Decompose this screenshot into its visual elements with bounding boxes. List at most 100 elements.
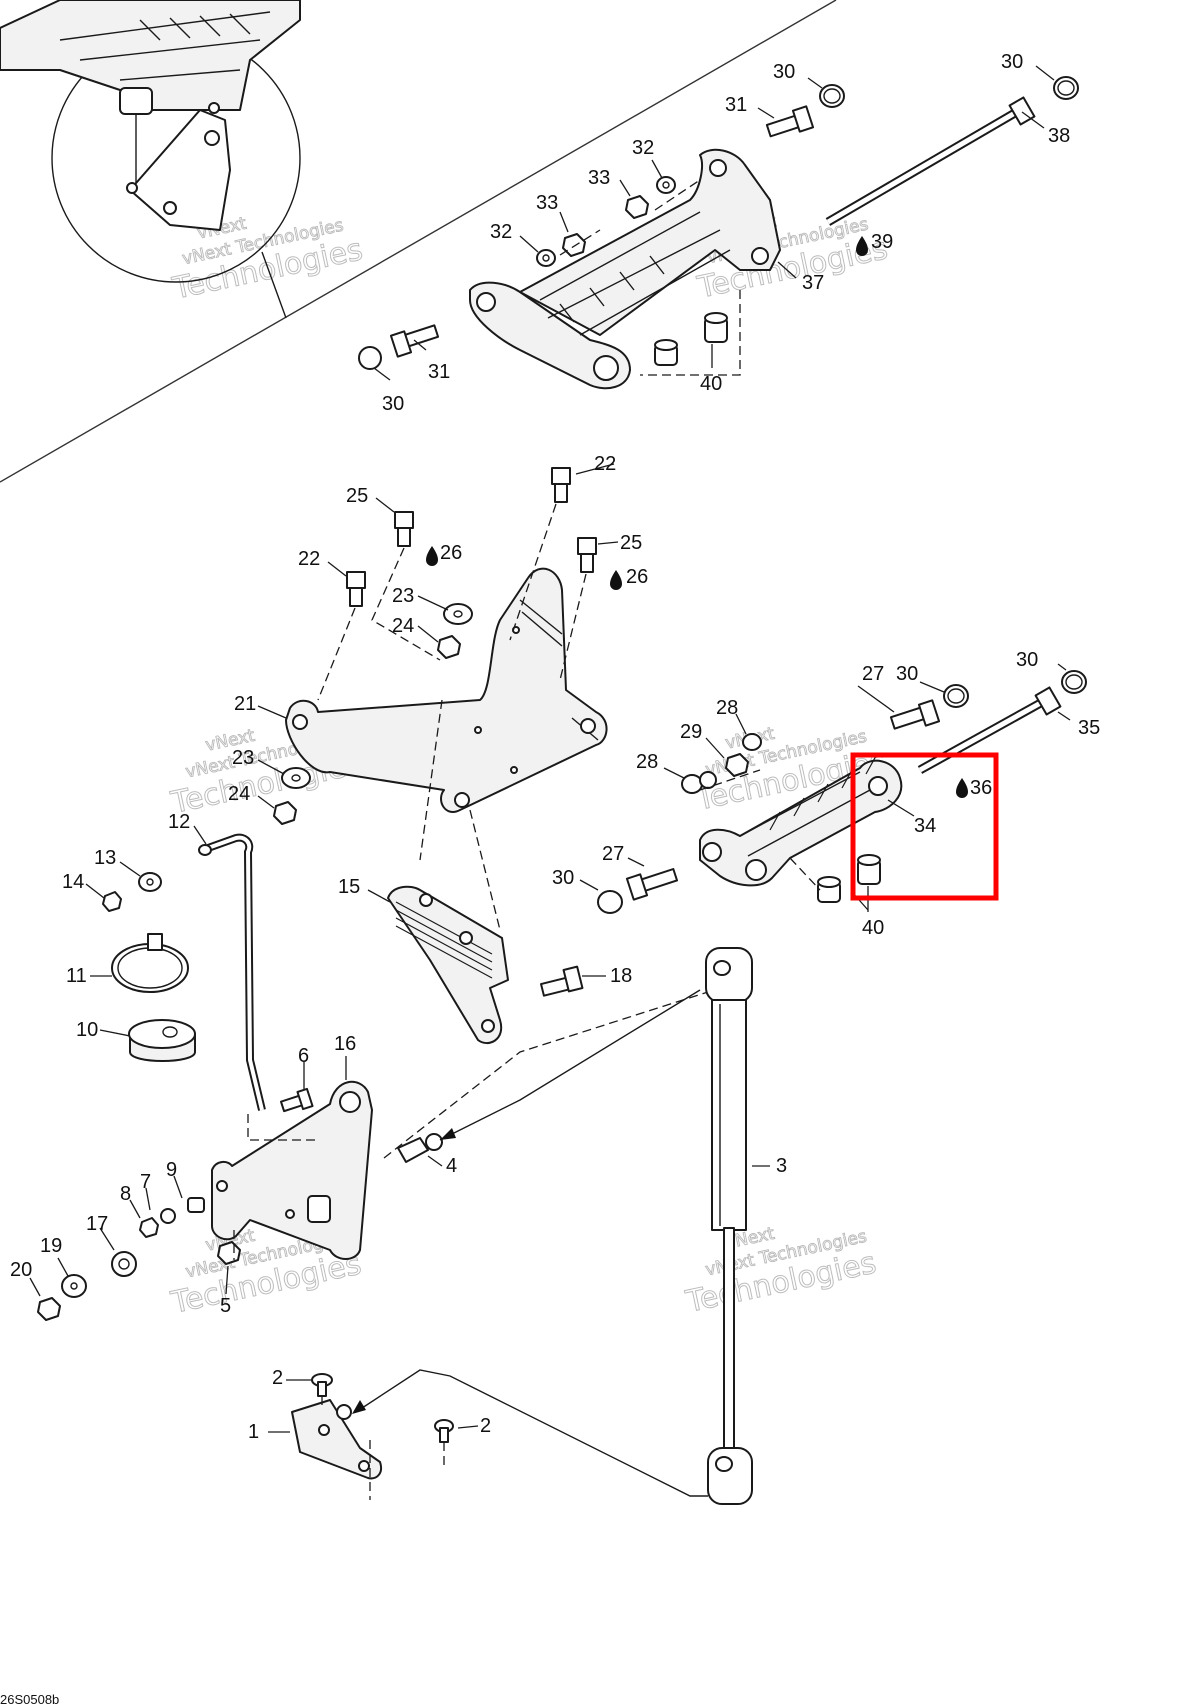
bushing-40-upper-a bbox=[704, 312, 728, 343]
callout-30: 30 bbox=[1001, 51, 1023, 73]
callout-7: 7 bbox=[140, 1171, 151, 1193]
clamp-11 bbox=[111, 933, 189, 993]
nut-20 bbox=[37, 1297, 61, 1321]
callout-34: 34 bbox=[914, 815, 936, 837]
callout-8: 8 bbox=[120, 1183, 131, 1205]
callout-21: 21 bbox=[234, 693, 256, 715]
lever-16 bbox=[211, 1080, 373, 1260]
callout-4: 4 bbox=[446, 1155, 457, 1177]
callout-40: 40 bbox=[862, 917, 884, 939]
washer-19 bbox=[61, 1274, 87, 1298]
callout-30: 30 bbox=[382, 393, 404, 415]
callout-10: 10 bbox=[76, 1019, 98, 1041]
washer-7 bbox=[160, 1208, 176, 1224]
top-alignment-lines bbox=[559, 179, 741, 376]
nut-24-lower bbox=[273, 801, 297, 825]
arm-alignment-lines bbox=[699, 769, 821, 891]
lever-plate-15 bbox=[387, 885, 509, 1045]
callout-13: 13 bbox=[94, 847, 116, 869]
callout-leaders bbox=[29, 65, 1071, 1433]
callout-24: 24 bbox=[228, 783, 250, 805]
arrow-to-ball-stud bbox=[439, 989, 701, 1141]
bolt-25-left bbox=[394, 511, 414, 547]
spacer-9 bbox=[187, 1197, 205, 1213]
callout-24: 24 bbox=[392, 615, 414, 637]
callout-36: 36 bbox=[970, 777, 992, 799]
callout-2: 2 bbox=[480, 1415, 491, 1437]
nut-33-b bbox=[562, 233, 586, 257]
nut-24-upper bbox=[437, 635, 461, 659]
upper-support-bracket bbox=[469, 148, 781, 390]
bushing-40-upper-b bbox=[654, 339, 678, 366]
nut-33-a bbox=[625, 195, 649, 219]
callout-30: 30 bbox=[773, 61, 795, 83]
callout-31: 31 bbox=[428, 361, 450, 383]
callout-29: 29 bbox=[680, 721, 702, 743]
callout-39: 39 bbox=[871, 231, 893, 253]
bushing-30-mid-b bbox=[1061, 670, 1087, 694]
nut-29 bbox=[725, 753, 749, 777]
callout-15: 15 bbox=[338, 876, 360, 898]
callout-27: 27 bbox=[602, 843, 624, 865]
bottom-alignment-lines bbox=[321, 1396, 445, 1500]
callout-30: 30 bbox=[552, 867, 574, 889]
document-code: 26S0508b bbox=[0, 1692, 59, 1707]
washer-32-a bbox=[656, 176, 676, 194]
bracket-1 bbox=[291, 1399, 382, 1480]
callout-37: 37 bbox=[802, 272, 824, 294]
bolt-18 bbox=[540, 965, 584, 997]
nut-14 bbox=[102, 891, 122, 912]
washer-23-upper bbox=[443, 603, 473, 625]
callout-12: 12 bbox=[168, 811, 190, 833]
detail-view-leader bbox=[261, 251, 287, 319]
bushing-40-mid-b bbox=[817, 876, 841, 903]
liquid-drop-icon bbox=[426, 546, 438, 566]
callout-17: 17 bbox=[86, 1213, 108, 1235]
liquid-drop-icon bbox=[610, 570, 622, 590]
callout-2: 2 bbox=[272, 1367, 283, 1389]
bushing-30-top-c bbox=[358, 346, 382, 370]
nut-5 bbox=[217, 1241, 241, 1265]
callout-18: 18 bbox=[610, 965, 632, 987]
callout-35: 35 bbox=[1078, 717, 1100, 739]
washer-32-b bbox=[536, 249, 556, 267]
grommet-10 bbox=[128, 1019, 196, 1062]
gas-spring-3 bbox=[705, 947, 753, 1505]
callout-28: 28 bbox=[716, 697, 738, 719]
mounting-plate-21 bbox=[285, 567, 608, 813]
callout-11: 11 bbox=[66, 965, 87, 987]
liquid-drop-icon bbox=[856, 236, 868, 256]
rivet-2-upper bbox=[311, 1373, 333, 1397]
bushing-30-mid-a bbox=[943, 684, 969, 708]
callout-30: 30 bbox=[896, 663, 918, 685]
callout-23: 23 bbox=[232, 747, 254, 769]
middle-alignment-lines bbox=[317, 503, 587, 931]
bushing-30-top-b bbox=[1053, 76, 1079, 100]
vehicle-frame-detail bbox=[0, 0, 301, 231]
bushing-30-mid-c bbox=[597, 890, 623, 914]
callout-25: 25 bbox=[620, 532, 642, 554]
callout-38: 38 bbox=[1048, 125, 1070, 147]
bolt-31-lower bbox=[389, 324, 440, 358]
arrow-head-4 bbox=[440, 1128, 456, 1140]
arrow-to-bracket bbox=[355, 1369, 708, 1497]
callout-22: 22 bbox=[298, 548, 320, 570]
callout-22: 22 bbox=[594, 453, 616, 475]
callout-31: 31 bbox=[725, 94, 747, 116]
callout-25: 25 bbox=[346, 485, 368, 507]
arrow-head-1 bbox=[352, 1400, 366, 1414]
callout-14: 14 bbox=[62, 871, 84, 893]
callout-26: 26 bbox=[626, 566, 648, 588]
bolt-27-upper bbox=[889, 699, 941, 730]
link-rod-12 bbox=[198, 833, 266, 1111]
ball-stud-4 bbox=[397, 1133, 443, 1163]
callout-32: 32 bbox=[490, 221, 512, 243]
spacer-17 bbox=[111, 1251, 137, 1277]
bolt-31-upper bbox=[765, 105, 815, 138]
callout-40: 40 bbox=[700, 373, 722, 395]
callout-3: 3 bbox=[776, 1155, 787, 1177]
callout-28: 28 bbox=[636, 751, 658, 773]
watermark-bottom-right: vNext vNext Technologies Technologies bbox=[682, 1223, 880, 1320]
callout-33: 33 bbox=[536, 192, 558, 214]
